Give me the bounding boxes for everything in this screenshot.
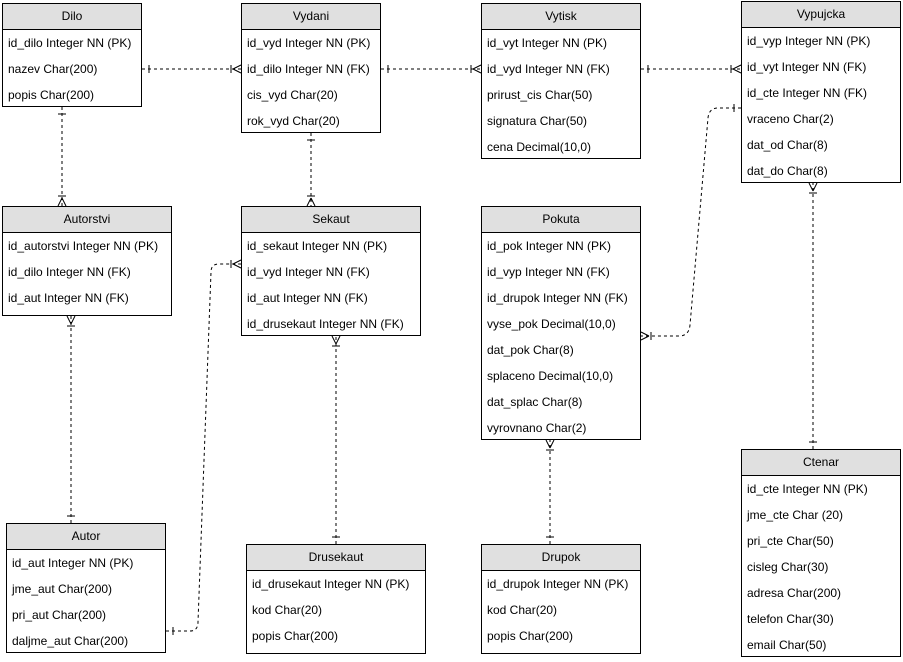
entity-vydani[interactable]: Vydani id_vyd Integer NN (PK) id_dilo Inte… [241, 3, 381, 133]
attribute-row: dat_splac Char(8) [487, 395, 583, 409]
attribute-list: id_drusekaut Integer NN (PK) kod Char(20)… [247, 571, 425, 649]
attribute-row: dat_pok Char(8) [487, 343, 574, 357]
entity-dilo[interactable]: Dilo id_dilo Integer NN (PK) nazev Char(20… [2, 3, 142, 107]
entity-title: Autor [7, 524, 165, 550]
entity-title: Drupok [482, 545, 640, 571]
rel-vypujcka-pokuta-many-end-crowsfoot [640, 331, 650, 341]
entity-title: Sekaut [242, 207, 420, 233]
entity-autor[interactable]: Autor id_aut Integer NN (PK) jme_aut Char(… [6, 523, 166, 653]
attribute-row: id_sekaut Integer NN (PK) [247, 239, 388, 253]
entity-pokuta[interactable]: Pokuta id_pok Integer NN (PK) id_vyp Integ… [481, 206, 641, 440]
attribute-row: id_cte Integer NN (FK) [747, 86, 868, 100]
attribute-row: id_drupok Integer NN (PK) [487, 577, 629, 591]
attribute-row: id_vyd Integer NN (FK) [487, 62, 610, 76]
attribute-row: id_drusekaut Integer NN (FK) [247, 317, 404, 331]
rel-autor-autorstvi-many-end-crowsfoot [66, 315, 76, 325]
attribute-row: prirust_cis Char(50) [487, 88, 593, 102]
attribute-row: popis Char(200) [8, 88, 95, 102]
attribute-row: id_pok Integer NN (PK) [487, 239, 612, 253]
attribute-row: id_drusekaut Integer NN (PK) [252, 577, 410, 591]
attribute-row: id_vyd Integer NN (FK) [247, 265, 370, 279]
attribute-row: rok_vyd Char(20) [247, 114, 340, 128]
attribute-list: id_vyt Integer NN (PK) id_vyd Integer NN … [482, 30, 640, 160]
attribute-row: id_vyp Integer NN (FK) [487, 265, 610, 279]
attribute-row: id_cte Integer NN (PK) [747, 482, 868, 496]
rel-autor-sekaut-line [166, 263, 241, 632]
attribute-row: id_aut Integer NN (FK) [247, 291, 368, 305]
attribute-row: kod Char(20) [252, 603, 323, 617]
attribute-row: id_dilo Integer NN (PK) [8, 36, 132, 50]
entity-title: Drusekaut [247, 545, 425, 571]
attribute-row: adresa Char(200) [747, 586, 842, 600]
attribute-row: vyse_pok Decimal(10,0) [487, 317, 616, 331]
rel-vytisk-vypujcka-many-end-crowsfoot [732, 64, 742, 74]
attribute-list: id_pok Integer NN (PK) id_vyp Integer NN … [482, 233, 640, 441]
attribute-row: pri_cte Char(50) [747, 534, 834, 548]
entity-drupok[interactable]: Drupok id_drupok Integer NN (PK) kod Char(… [481, 544, 641, 654]
entity-ctenar[interactable]: Ctenar id_cte Integer NN (PK) jme_cte Char… [741, 449, 901, 657]
attribute-row: dat_do Char(8) [747, 164, 828, 178]
attribute-row: vraceno Char(2) [747, 112, 834, 126]
attribute-row: nazev Char(200) [8, 62, 98, 76]
attribute-list: id_cte Integer NN (PK) jme_cte Char (20) p… [742, 476, 900, 658]
attribute-row: id_aut Integer NN (FK) [8, 291, 129, 305]
rel-autor-sekaut-many-end-crowsfoot [232, 259, 242, 269]
entity-vypujcka[interactable]: Vypujcka id_vyp Integer NN (PK) id_vyt Int… [741, 1, 901, 183]
attribute-list: id_vyd Integer NN (PK) id_dilo Integer NN… [242, 30, 380, 134]
attribute-row: id_vyp Integer NN (PK) [747, 34, 871, 48]
attribute-row: popis Char(200) [487, 629, 574, 643]
attribute-row: id_dilo Integer NN (FK) [247, 62, 370, 76]
entity-drusekaut[interactable]: Drusekaut id_drusekaut Integer NN (PK) kod… [246, 544, 426, 654]
rel-vydani-sekaut-many-end-crowsfoot [306, 197, 316, 207]
attribute-row: cisleg Char(30) [747, 560, 829, 574]
attribute-row: id_vyd Integer NN (PK) [247, 36, 371, 50]
attribute-row: id_drupok Integer NN (FK) [487, 291, 628, 305]
entity-title: Ctenar [742, 450, 900, 476]
attribute-row: id_autorstvi Integer NN (PK) [8, 239, 159, 253]
attribute-list: id_dilo Integer NN (PK) nazev Char(200) po… [3, 30, 141, 108]
entity-vytisk[interactable]: Vytisk id_vyt Integer NN (PK) id_vyd Integ… [481, 3, 641, 159]
attribute-row: id_vyt Integer NN (FK) [747, 60, 867, 74]
attribute-list: id_drupok Integer NN (PK) kod Char(20) pop… [482, 571, 640, 649]
entity-title: Vypujcka [742, 2, 900, 28]
rel-drusekaut-sekaut-many-end-crowsfoot [331, 335, 341, 345]
attribute-row: email Char(50) [747, 638, 827, 652]
attribute-list: id_autorstvi Integer NN (PK) id_dilo Inte… [3, 233, 171, 311]
attribute-row: vyrovnano Char(2) [487, 421, 587, 435]
attribute-row: cis_vyd Char(20) [247, 88, 338, 102]
rel-dilo-vydani-many-end-crowsfoot [232, 64, 242, 74]
attribute-row: pri_aut Char(200) [12, 608, 107, 622]
attribute-row: daljme_aut Char(200) [12, 634, 129, 648]
rel-drupok-pokuta-many-end-crowsfoot [545, 439, 555, 449]
rel-ctenar-vypujcka-many-end-crowsfoot [808, 182, 818, 192]
entity-sekaut[interactable]: Sekaut id_sekaut Integer NN (PK) id_vyd In… [241, 206, 421, 336]
attribute-row: splaceno Decimal(10,0) [487, 369, 614, 383]
attribute-row: kod Char(20) [487, 603, 558, 617]
entity-title: Autorstvi [3, 207, 171, 233]
attribute-list: id_sekaut Integer NN (PK) id_vyd Integer … [242, 233, 420, 337]
rel-vypujcka-pokuta-line [641, 107, 741, 337]
attribute-row: jme_cte Char (20) [747, 508, 844, 522]
attribute-row: jme_aut Char(200) [12, 582, 113, 596]
attribute-row: cena Decimal(10,0) [487, 140, 592, 154]
attribute-row: popis Char(200) [252, 629, 339, 643]
attribute-list: id_aut Integer NN (PK) jme_aut Char(200) p… [7, 550, 165, 654]
entity-title: Vydani [242, 4, 380, 30]
attribute-row: telefon Char(30) [747, 612, 834, 626]
attribute-row: dat_od Char(8) [747, 138, 828, 152]
attribute-row: signatura Char(50) [487, 114, 588, 128]
attribute-row: id_vyt Integer NN (PK) [487, 36, 608, 50]
entity-title: Pokuta [482, 207, 640, 233]
attribute-row: id_aut Integer NN (PK) [12, 556, 134, 570]
attribute-list: id_vyp Integer NN (PK) id_vyt Integer NN … [742, 28, 900, 184]
rel-dilo-autorstvi-many-end-crowsfoot [57, 197, 67, 207]
entity-title: Dilo [3, 4, 141, 30]
attribute-row: id_dilo Integer NN (FK) [8, 265, 131, 279]
rel-vydani-vytisk-many-end-crowsfoot [472, 64, 482, 74]
entity-title: Vytisk [482, 4, 640, 30]
